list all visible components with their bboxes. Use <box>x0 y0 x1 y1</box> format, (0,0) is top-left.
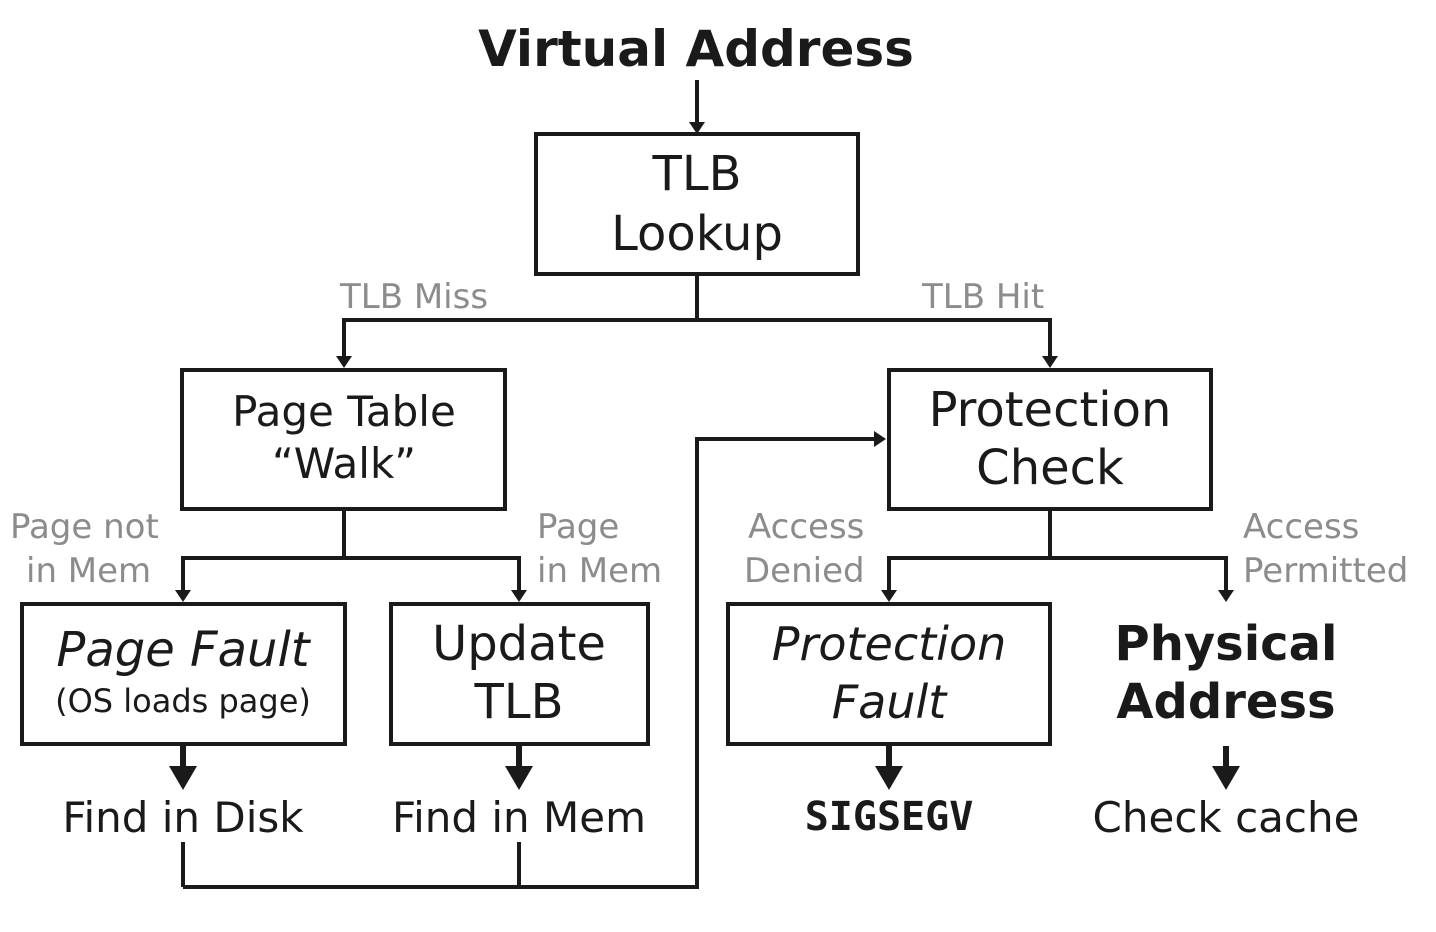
page-fault-node: Page Fault (OS loads page) <box>20 602 347 746</box>
edge-label-page-in-mem-line1: Page <box>537 507 619 547</box>
arrowhead <box>336 356 352 368</box>
arrowhead <box>1042 356 1058 368</box>
update-tlb-node: Update TLB <box>389 602 650 746</box>
outcome-find-in-disk: Find in Disk <box>62 793 304 842</box>
protection-fault-line2: Fault <box>832 675 949 729</box>
protection-check-node: Protection Check <box>887 368 1213 511</box>
thick-arrowhead <box>1212 766 1240 790</box>
arrowhead <box>689 122 705 134</box>
thick-arrowhead <box>875 766 903 790</box>
protection-fault-line1: Protection <box>772 617 1007 671</box>
connector-loop-back <box>183 437 876 889</box>
protection-fault-node: Protection Fault <box>726 602 1052 746</box>
edge-label-tlb-hit: TLB Hit <box>921 277 1044 317</box>
page-fault-subtitle: (OS loads page) <box>55 682 311 720</box>
connectors <box>169 80 1240 889</box>
protection-check-line2: Check <box>976 440 1124 496</box>
edge-label-access-permitted-line1: Access <box>1243 507 1359 547</box>
thick-arrowhead <box>169 766 197 790</box>
arrowhead <box>1218 590 1234 602</box>
protection-check-line1: Protection <box>929 382 1172 438</box>
edge-label-tlb-miss: TLB Miss <box>339 277 488 317</box>
edge-label-access-denied-line2: Denied <box>744 551 865 591</box>
update-tlb-line2: TLB <box>474 674 564 730</box>
page-table-walk-node: Page Table “Walk” <box>180 368 507 511</box>
page-table-walk-line2: “Walk” <box>272 439 416 488</box>
arrowhead <box>874 431 886 447</box>
diagram-title: Virtual Address <box>478 20 914 78</box>
physical-address-node: Physical Address <box>1115 616 1338 730</box>
edge-label-page-not-in-mem-line1: Page not <box>10 507 159 547</box>
arrowhead <box>881 590 897 602</box>
page-fault-title: Page Fault <box>56 622 311 678</box>
edge-label-access-permitted-line2: Permitted <box>1243 551 1408 591</box>
tlb-lookup-line1: TLB <box>652 146 742 202</box>
arrowhead <box>175 590 191 602</box>
update-tlb-line1: Update <box>432 616 606 672</box>
connector-walk-branch <box>181 556 521 592</box>
edge-label-page-not-in-mem-line2: in Mem <box>26 551 151 591</box>
tlb-lookup-node: TLB Lookup <box>534 132 860 276</box>
outcome-check-cache: Check cache <box>1093 793 1360 842</box>
arrowhead <box>511 590 527 602</box>
outcome-find-in-mem: Find in Mem <box>392 793 646 842</box>
physical-address-line1: Physical <box>1115 616 1338 672</box>
outcome-sigsegv: SIGSEGV <box>805 794 974 840</box>
connector-protection-branch <box>887 556 1228 592</box>
edge-label-access-denied-line1: Access <box>748 507 864 547</box>
physical-address-line2: Address <box>1116 674 1335 730</box>
thick-arrowhead <box>505 766 533 790</box>
page-table-walk-line1: Page Table <box>232 387 456 436</box>
tlb-lookup-line2: Lookup <box>611 206 783 262</box>
connector-tlb-branch <box>342 318 1052 358</box>
edge-label-page-in-mem-line2: in Mem <box>537 551 662 591</box>
